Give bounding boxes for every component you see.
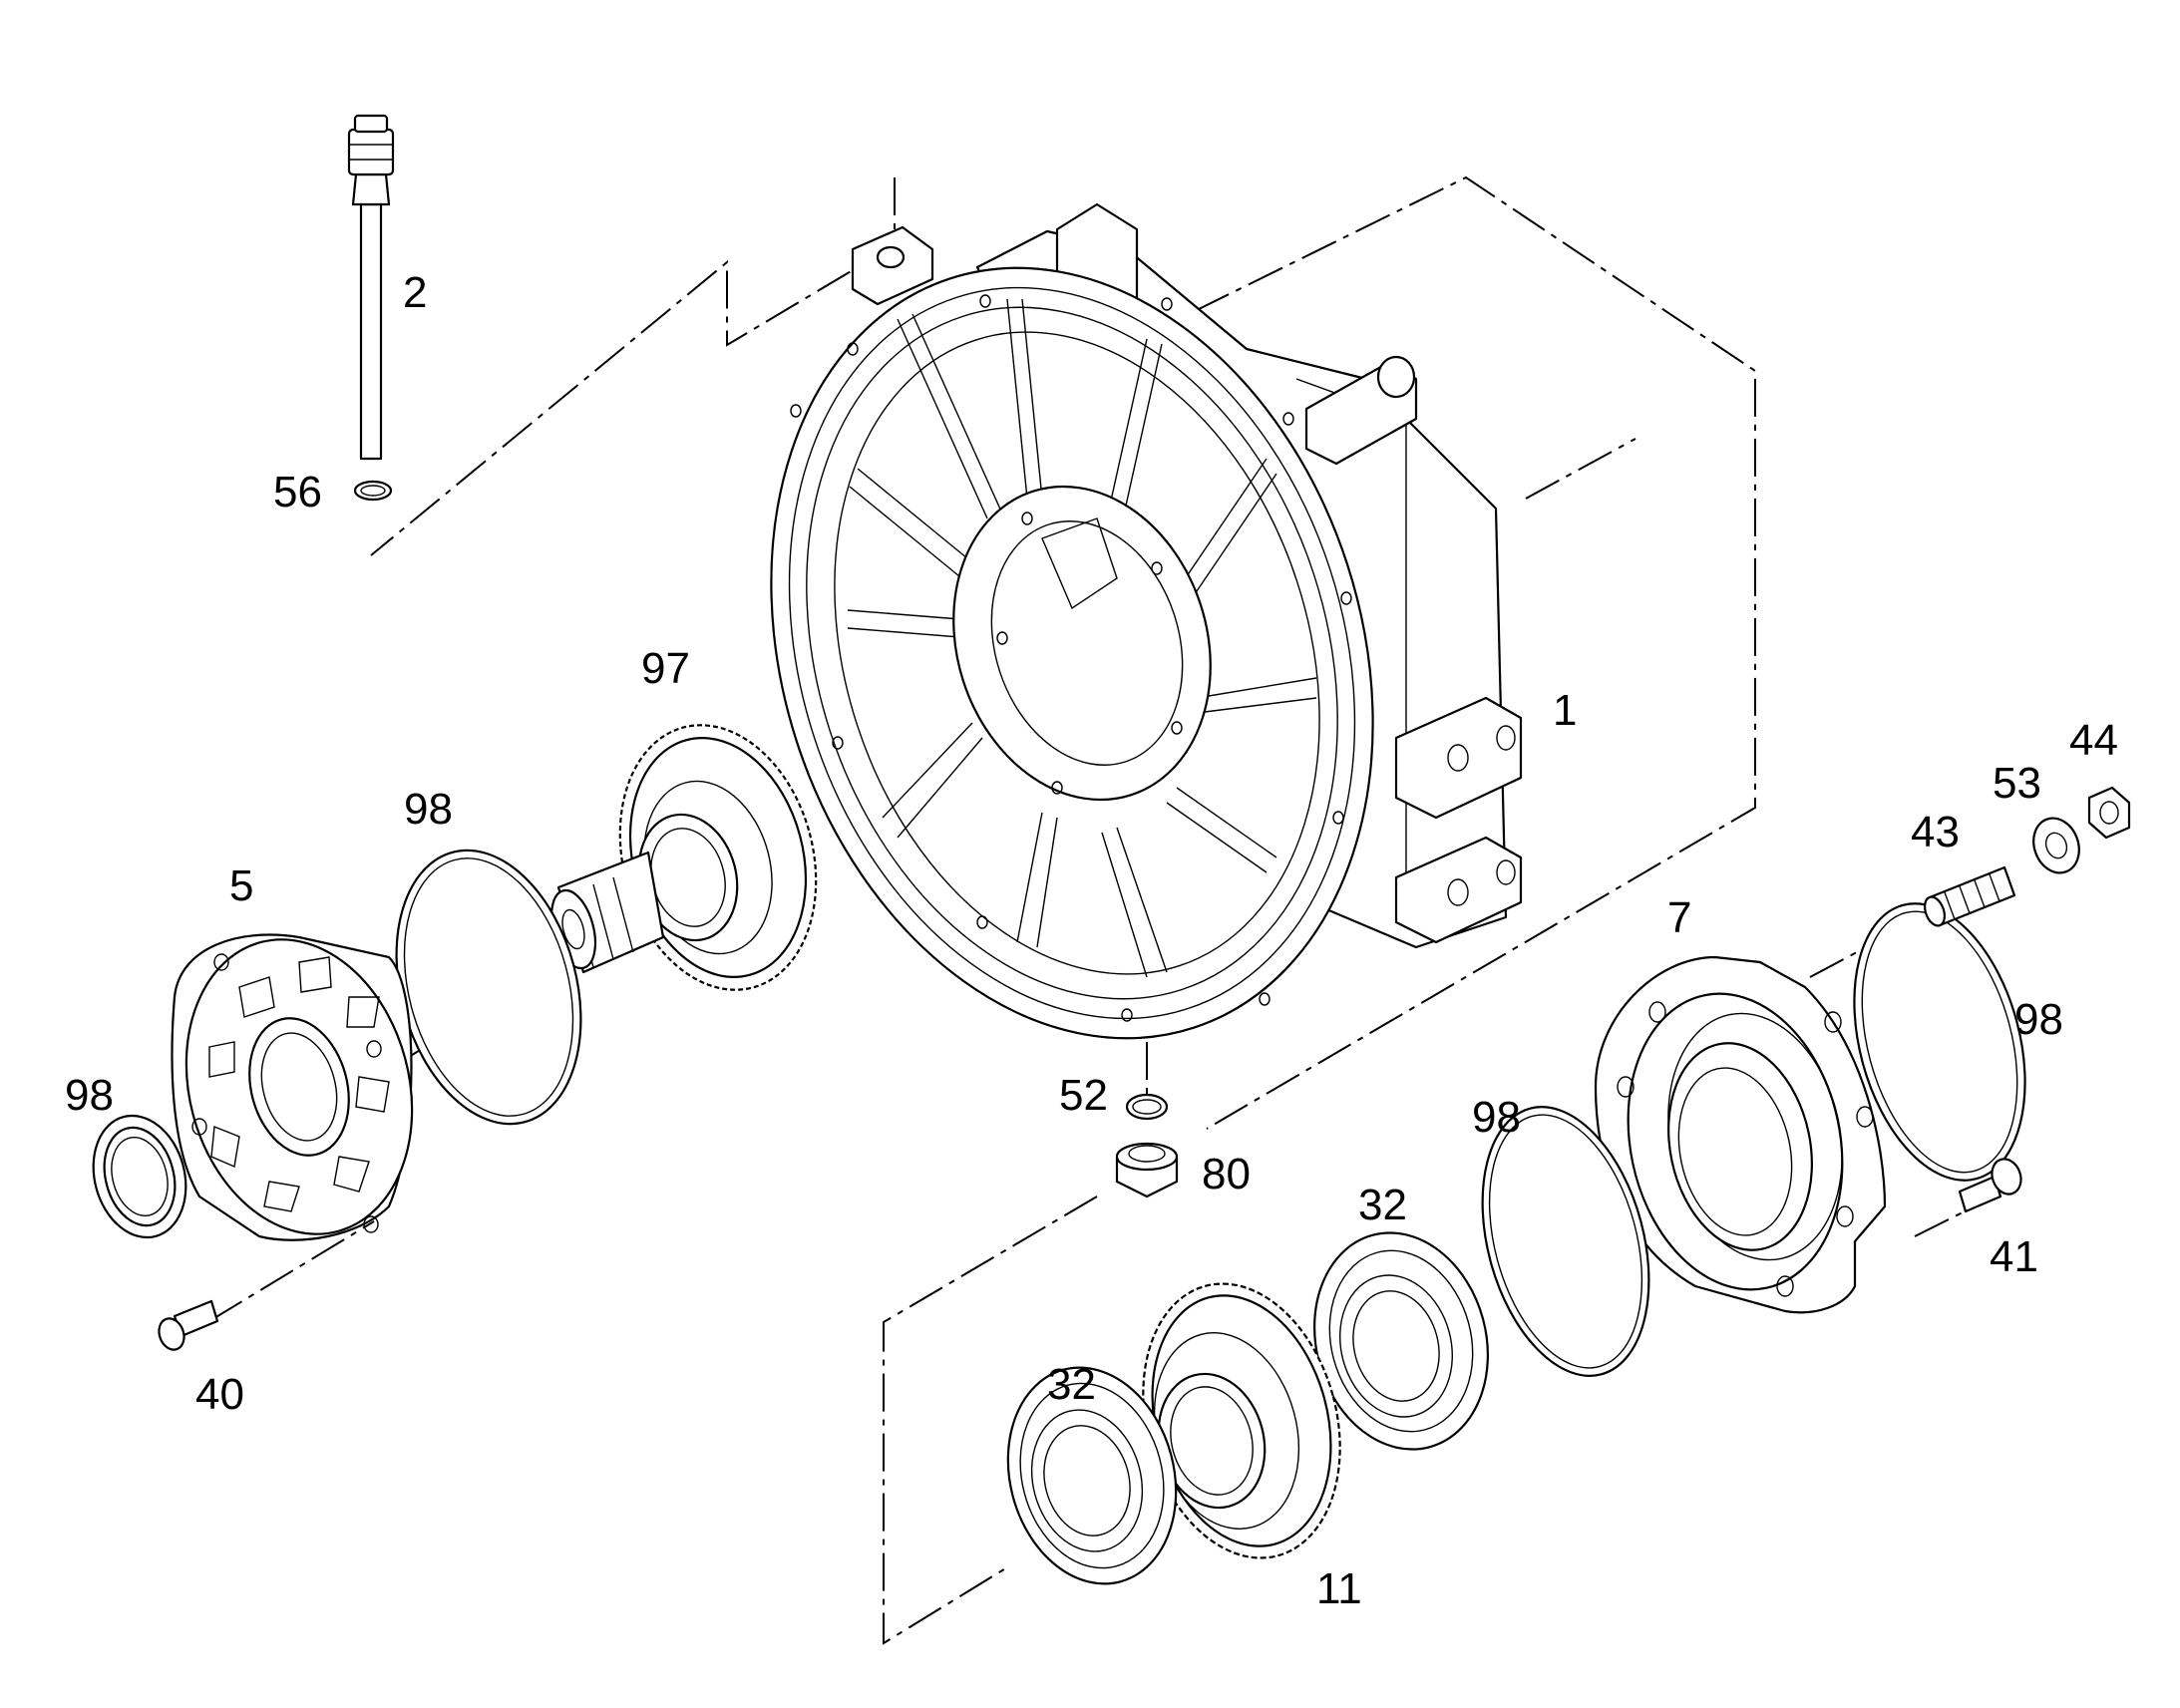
callout-11: 11 (1316, 1564, 1362, 1613)
callout-97: 97 (641, 644, 690, 693)
callout-40: 40 (195, 1370, 244, 1419)
part-41-bolt (1958, 1158, 2022, 1213)
callout-80: 80 (1202, 1150, 1251, 1198)
part-53-washer (2032, 817, 2080, 874)
part-44-nut (2087, 786, 2131, 840)
housing-ribs (847, 298, 1317, 978)
callout-43: 43 (1911, 808, 1960, 856)
part-32-bearing-lower (1006, 1366, 1178, 1585)
part-56-oring (353, 480, 393, 502)
callout-5: 5 (229, 861, 253, 910)
callout-53: 53 (1993, 759, 2041, 808)
callout-56: 56 (273, 468, 322, 516)
callout-32-lower: 32 (1047, 1360, 1096, 1409)
callout-41: 41 (1990, 1232, 2038, 1281)
callout-labels: 2 56 97 1 98 5 98 40 52 80 98 32 32 11 7… (65, 268, 2118, 1613)
part-5-cover (171, 933, 414, 1241)
callout-98-upper-left: 98 (404, 785, 453, 834)
part-2-tube (347, 114, 395, 461)
callout-32-upper: 32 (1358, 1181, 1407, 1229)
cover-windows (208, 956, 390, 1212)
callout-44: 44 (2069, 716, 2118, 765)
part-98-seal-left (92, 1114, 187, 1239)
callout-1: 1 (1553, 686, 1577, 735)
callout-2: 2 (403, 268, 427, 317)
callout-7: 7 (1667, 893, 1691, 942)
callout-98-middle: 98 (1472, 1093, 1521, 1142)
part-98-oring-middle (1481, 1106, 1650, 1377)
part-97-gear-shaft (549, 724, 818, 991)
part-52-oring (1125, 1093, 1169, 1121)
flange-bolt-holes (790, 294, 1352, 1022)
callout-98-right: 98 (2014, 995, 2063, 1044)
part-40-bolt (158, 1299, 219, 1351)
part-43-stud (1924, 865, 2016, 927)
part-80-plug (1115, 1142, 1179, 1198)
part-1-housing (770, 202, 1523, 1040)
part-98-oring-left (395, 849, 582, 1126)
callout-52: 52 (1059, 1071, 1108, 1120)
part-98-oring-right (1853, 902, 2026, 1182)
callout-98-lower-left: 98 (65, 1071, 114, 1120)
